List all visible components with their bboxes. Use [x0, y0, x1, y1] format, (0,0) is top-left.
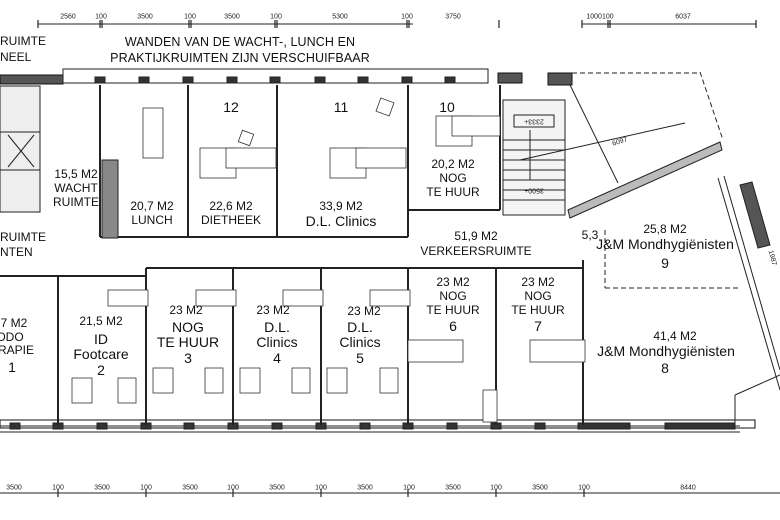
dimension-label: 100 [315, 484, 327, 492]
dimension-label: 3500 [445, 484, 461, 492]
stair-label: 3500+ [524, 186, 544, 194]
dimension-label: 100 [227, 484, 239, 492]
room-name: NOG [439, 171, 467, 185]
note-line-1: WANDEN VAN DE WACHT-, LUNCH EN [124, 34, 356, 49]
room-area: 7 M2 [0, 316, 28, 330]
room-name: DIETHEEK [200, 213, 262, 227]
room-area: 21,5 M2 [79, 314, 123, 328]
corridor-area: 51,9 M2 [454, 229, 498, 243]
room-area: 22,6 M2 [209, 199, 253, 213]
dimension-label: 3500 [532, 484, 548, 492]
dimension-label: 100 [490, 484, 502, 492]
room-name: ODO [0, 330, 24, 344]
room-name: LUNCH [131, 213, 173, 227]
room-name: J&M Mondhygiënisten [597, 343, 735, 359]
room-number: 6 [449, 318, 457, 334]
dimension-label: 8440 [680, 484, 696, 492]
dimension-label: 6037 [675, 13, 691, 21]
room-name: D.L. Clinics [305, 213, 377, 229]
dimension-label: 100 [140, 484, 152, 492]
room-name: TE HUUR [156, 334, 220, 350]
dimension-label: 3750 [445, 13, 461, 21]
corridor-name: VERKEERSRUIMTE [420, 244, 532, 258]
dimension-label: 100 [95, 13, 107, 21]
stair-label: 2333+ [524, 117, 544, 125]
room-name: RUIMTE [53, 195, 99, 209]
room-name: Clinics [256, 334, 298, 350]
room-area: 33,9 M2 [319, 199, 363, 213]
dimension-label: 100 [578, 484, 590, 492]
dimension-label: 3500 [357, 484, 373, 492]
room-name: TE HUUR [511, 303, 565, 317]
dimension-label: 5300 [332, 13, 348, 21]
room-number: 1 [8, 359, 16, 375]
room-name: ID [94, 331, 108, 347]
room-name: NOG [172, 319, 204, 335]
note-line-2: PRAKTIJKRUIMTEN ZIJN VERSCHUIFBAAR [110, 50, 370, 65]
dimension-label: 3500 [224, 13, 240, 21]
room-name: NOG [524, 289, 552, 303]
room-name: J&M Mondhygiënisten [596, 236, 734, 252]
room-name: D.L. [347, 319, 373, 335]
room-number: 9 [661, 255, 669, 271]
room-number: 11 [333, 99, 349, 115]
room-area: 41,4 M2 [653, 329, 697, 343]
room-number: 7 [534, 318, 542, 334]
room-area: 25,8 M2 [643, 222, 687, 236]
toilet-block [0, 85, 41, 213]
dimension-label: 1000100 [586, 13, 614, 21]
room-area: 23 M2 [347, 304, 381, 318]
room-area: 23 M2 [256, 303, 290, 317]
exterior-wall [547, 72, 573, 86]
room-number: 10 [439, 99, 455, 115]
room-area: 23 M2 [169, 303, 203, 317]
room-area: 15,5 M2 [54, 167, 98, 181]
dimension-label: 3500 [94, 484, 110, 492]
room-area: 20,7 M2 [130, 199, 174, 213]
partial-area-label: 5,3 [581, 228, 599, 242]
dimension-label: 3500 [137, 13, 153, 21]
dimension-label: 3500 [6, 484, 22, 492]
room-area: 20,2 M2 [431, 157, 475, 171]
room-name: WACHT [54, 181, 98, 195]
dimension-label: 100 [401, 13, 413, 21]
dimension-label: 100 [403, 484, 415, 492]
room-name: Clinics [339, 334, 381, 350]
cut-label: RUIMTE [0, 34, 46, 48]
furniture [71, 97, 586, 423]
dimension-label: 100 [184, 13, 196, 21]
room-number: 3 [184, 350, 192, 366]
staircase [502, 99, 566, 216]
room-area: 23 M2 [436, 275, 470, 289]
room-name: D.L. [264, 319, 290, 335]
exterior-wall [0, 74, 64, 85]
dimension-label: 100 [52, 484, 64, 492]
room-area: 23 M2 [521, 275, 555, 289]
room-name: Footcare [73, 346, 129, 362]
room-number: 12 [223, 99, 239, 115]
room-number: 2 [97, 362, 105, 378]
dimension-label: 2560 [60, 13, 76, 21]
cut-label: NTEN [0, 245, 33, 259]
cut-label: NEEL [0, 50, 32, 64]
room-number: 5 [356, 350, 364, 366]
dimension-label: 3500 [182, 484, 198, 492]
room-name: ERAPIE [0, 343, 35, 357]
room-name: TE HUUR [426, 303, 480, 317]
room-number: 8 [661, 360, 669, 376]
room-name: TE HUUR [426, 185, 480, 199]
room-number: 4 [273, 350, 281, 366]
angled-facade [519, 71, 780, 425]
exterior-wall [497, 72, 523, 84]
hatched-wall [101, 159, 119, 239]
cut-label: RUIMTE [0, 230, 46, 244]
room-name: NOG [439, 289, 467, 303]
dimension-label: 100 [270, 13, 282, 21]
dimension-label: 3500 [269, 484, 285, 492]
